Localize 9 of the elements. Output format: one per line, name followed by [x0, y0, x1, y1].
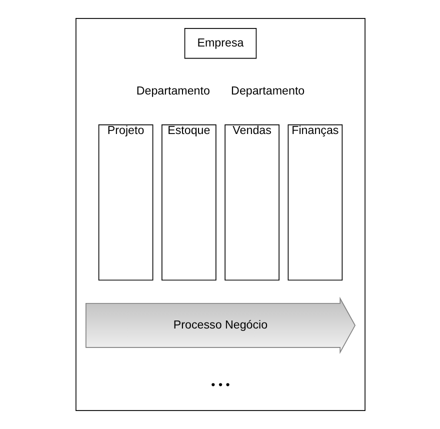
node-box: Vendas — [224, 124, 279, 281]
node-box: Finanças — [287, 124, 342, 281]
node-box: Empresa — [184, 28, 256, 59]
label: Departamento — [230, 84, 304, 98]
label: • • • — [210, 378, 230, 392]
node-box: Estoque — [161, 124, 216, 281]
cluster — [75, 18, 365, 411]
label: Departamento — [136, 84, 210, 98]
node-box: Projeto — [98, 124, 153, 281]
